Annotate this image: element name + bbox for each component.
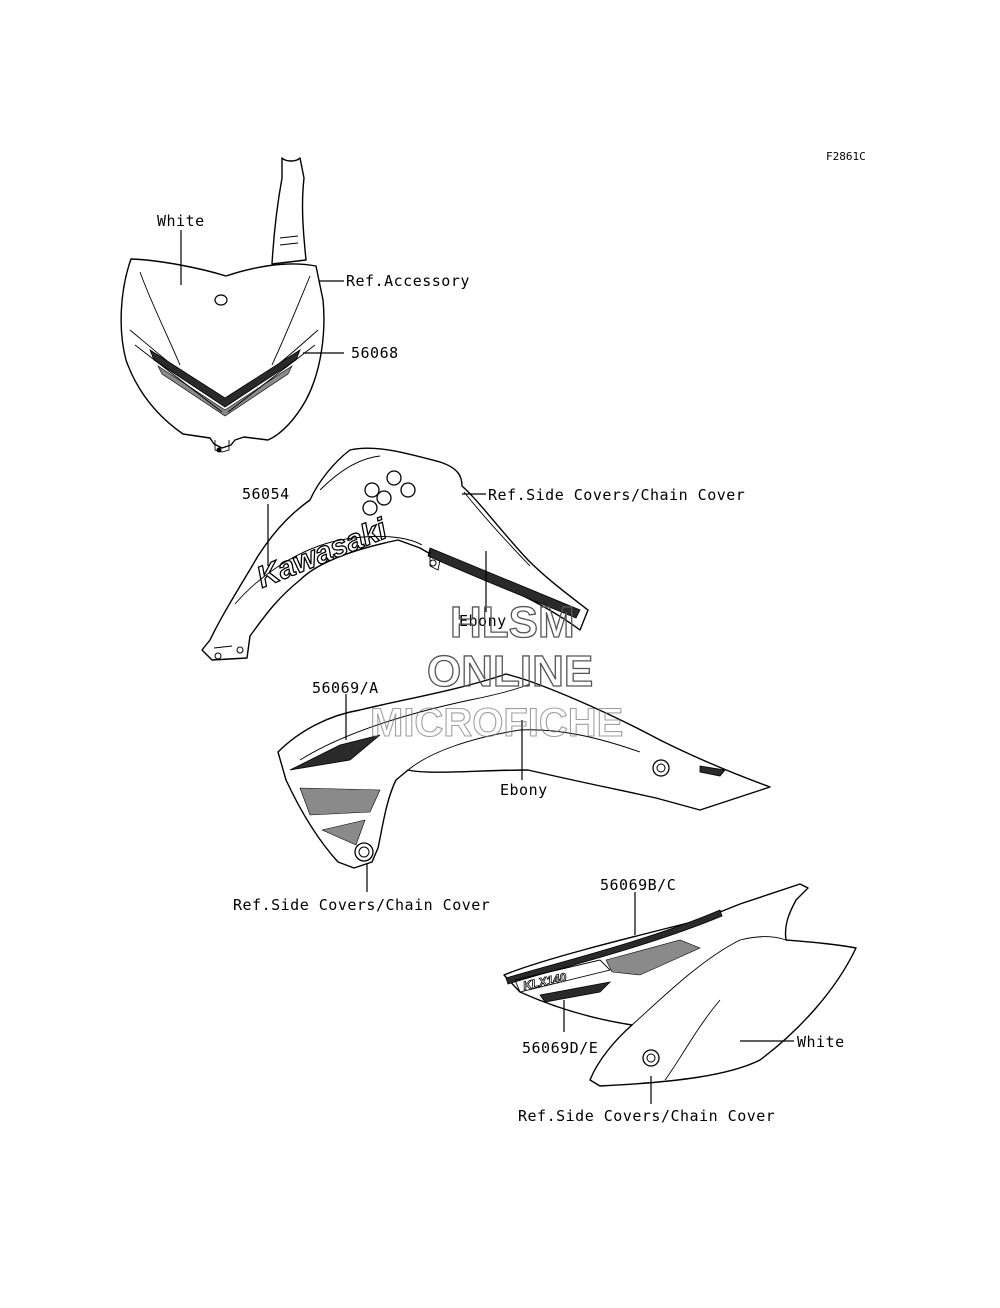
- label-ref-side-covers-3: Ref.Side Covers/Chain Cover: [518, 1107, 775, 1125]
- label-ref-side-covers-2: Ref.Side Covers/Chain Cover: [233, 896, 490, 914]
- label-ref-side-covers-1: Ref.Side Covers/Chain Cover: [488, 486, 745, 504]
- label-white-bottom: White: [797, 1033, 845, 1051]
- front-number-plate: [120, 157, 325, 453]
- label-56068: 56068: [351, 344, 399, 362]
- label-56069-d-e: 56069D/E: [522, 1039, 598, 1057]
- figure-code: F2861C: [826, 150, 866, 163]
- watermark-line-1: HLSM: [450, 598, 575, 647]
- label-ebony-1: Ebony: [459, 612, 507, 630]
- label-white-top: White: [157, 212, 205, 230]
- watermark-line-3: MICROFICHE: [370, 701, 623, 745]
- label-ref-accessory: Ref.Accessory: [346, 272, 470, 290]
- label-56069-a: 56069/A: [312, 679, 379, 697]
- label-56054: 56054: [242, 485, 290, 503]
- label-ebony-2: Ebony: [500, 781, 548, 799]
- watermark: HLSM ONLINE MICROFICHE: [369, 597, 623, 745]
- side-cover: KLX140: [503, 883, 857, 1087]
- leader-lines: [180, 230, 794, 1104]
- watermark-line-2: ONLINE: [427, 647, 593, 696]
- shroud-decal: [277, 673, 771, 869]
- label-56069-b-c: 56069B/C: [600, 876, 676, 894]
